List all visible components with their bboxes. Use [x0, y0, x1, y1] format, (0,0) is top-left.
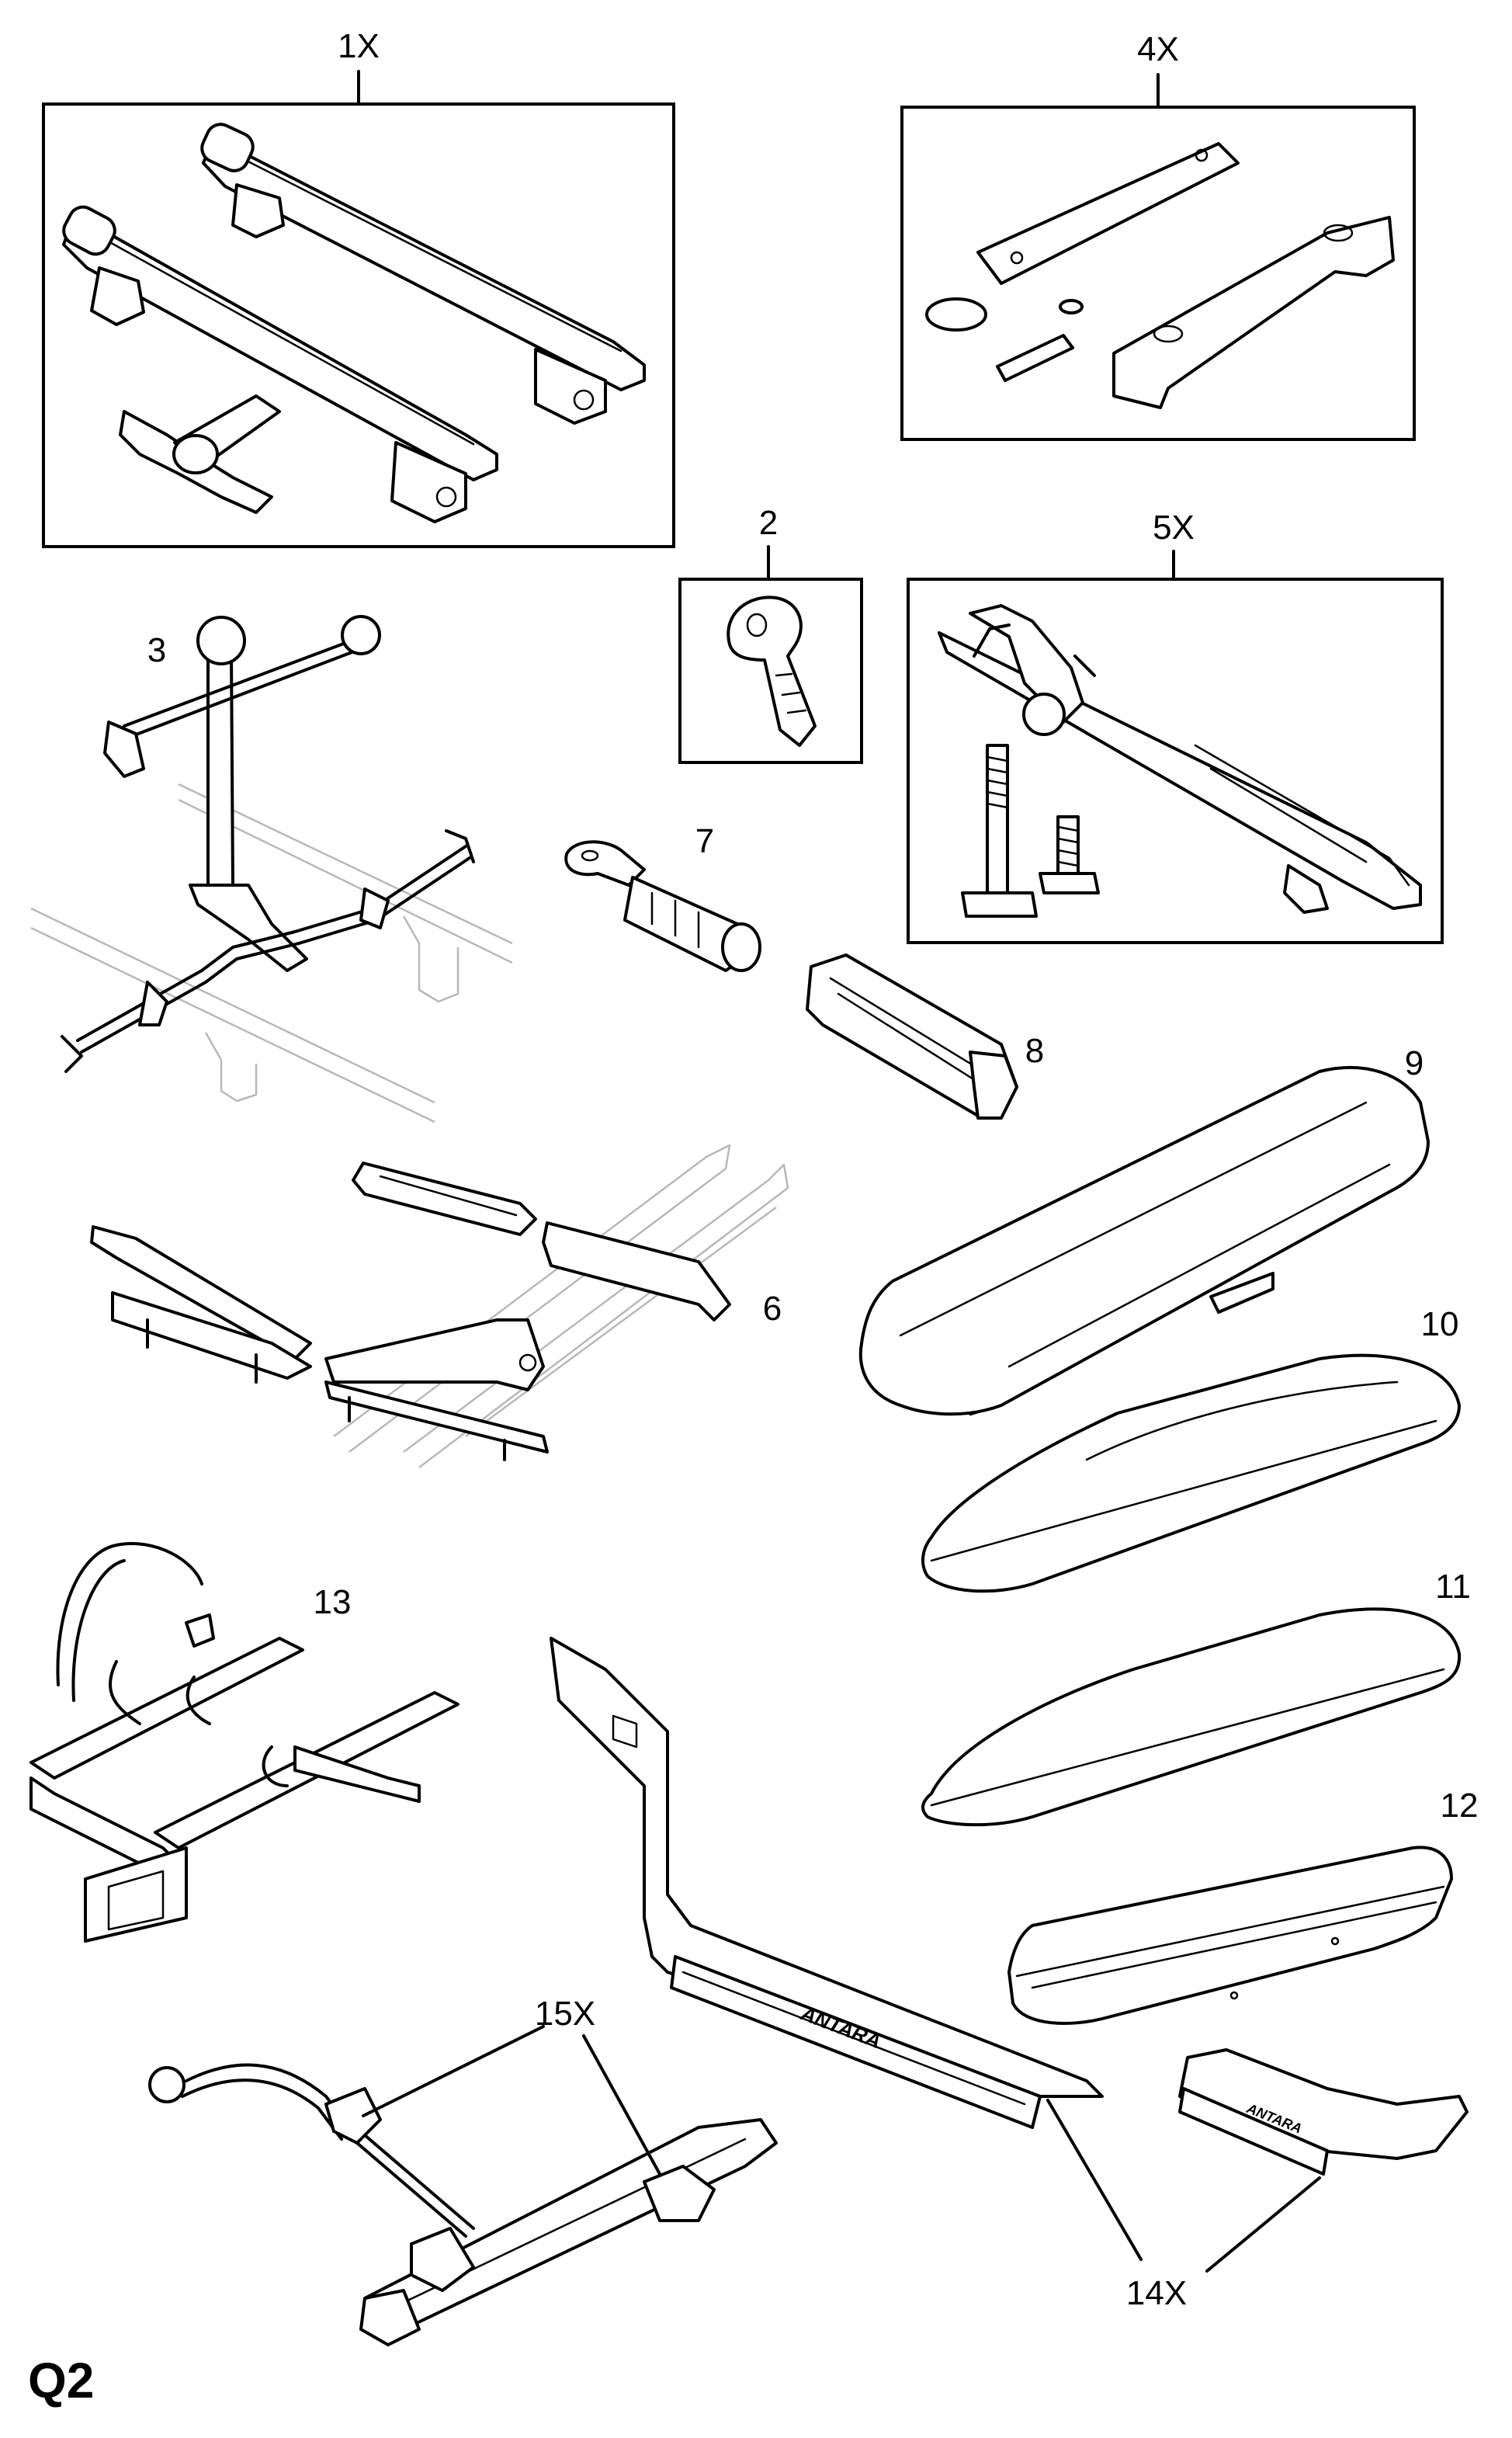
callout-10: 10: [1421, 1305, 1459, 1343]
part-7-lock-cylinder: [564, 840, 761, 972]
part-8-ski-rack-bar: [806, 953, 1018, 1120]
part-12-roof-box: [1007, 1846, 1453, 2025]
callout-5x: 5X: [1153, 509, 1195, 547]
callout-8: 8: [1025, 1032, 1044, 1070]
callout-12: 12: [1441, 1787, 1479, 1825]
part-13-rear-bike-carrier: [29, 1542, 459, 1943]
part-10-roof-box: [921, 1353, 1461, 1593]
part-2-key: [678, 545, 863, 764]
part-6-ski-carrier: [90, 1144, 789, 1468]
callout-14x: 14X: [1126, 2274, 1187, 2312]
part-11-roof-box: [921, 1607, 1462, 1827]
part-5x-fork-holder: [907, 550, 1444, 944]
part-4x-mounting-kit: [900, 73, 1416, 441]
part-14x-sill-plates: ANTARA ANTARA: [550, 1637, 1469, 2273]
part-2-frame: [678, 578, 863, 764]
callout-3: 3: [147, 631, 166, 669]
callout-15x: 15X: [535, 1995, 595, 2033]
page-identifier: Q2: [28, 2353, 94, 2408]
callout-7: 7: [695, 822, 714, 860]
part-3-roof-bike-carrier: [30, 615, 513, 1123]
callout-6: 6: [763, 1290, 782, 1328]
callout-13: 13: [314, 1583, 352, 1621]
callout-4x: 4X: [1137, 30, 1179, 68]
callout-11: 11: [1435, 1568, 1471, 1606]
part-1x-roof-bars: [42, 70, 675, 548]
callout-9: 9: [1405, 1044, 1424, 1082]
callout-2: 2: [759, 504, 778, 542]
part-15x-bike-holder: [148, 2025, 778, 2346]
callout-1x: 1X: [338, 27, 380, 65]
part-9-roof-box: [858, 1065, 1430, 1416]
